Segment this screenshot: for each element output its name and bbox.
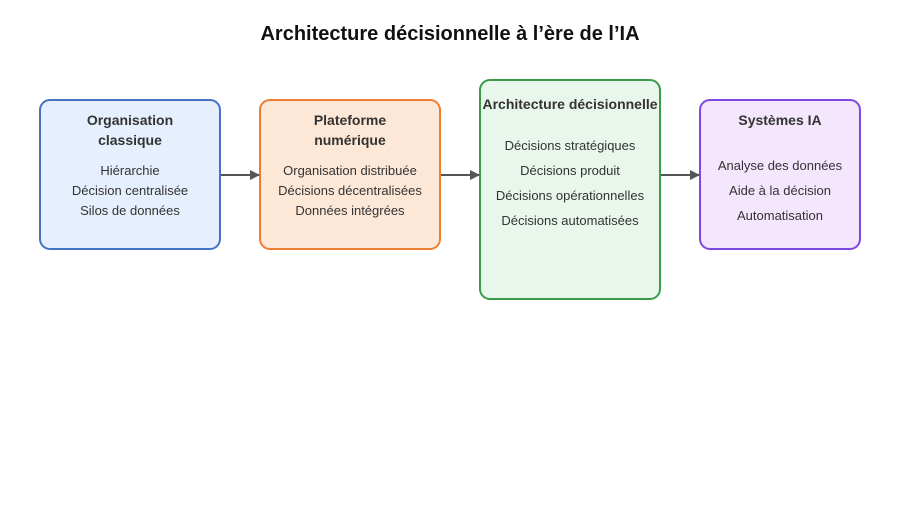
box-item: Décisions décentralisées [278, 183, 422, 198]
box-item: Décisions automatisées [501, 213, 639, 228]
box-item: Décisions produit [520, 163, 620, 178]
box-item: Organisation distribuée [283, 163, 417, 178]
box-item: Silos de données [80, 203, 180, 218]
box-item: Décisions stratégiques [505, 138, 636, 153]
diagram-title: Architecture décisionnelle à l’ère de l’… [260, 23, 639, 45]
box-item: Décision centralisée [72, 183, 188, 198]
box-title: Systèmes IA [738, 112, 821, 128]
box-plateforme-numerique: Plateforme numérique Organisation distri… [259, 99, 441, 250]
box-title: Organisation [87, 112, 173, 128]
box-item: Aide à la décision [729, 183, 831, 198]
box-item: Décisions opérationnelles [496, 188, 645, 203]
box-item: Automatisation [737, 208, 823, 223]
box-organisation-classique: Organisation classique Hiérarchie Décisi… [39, 99, 221, 250]
box-item: Hiérarchie [100, 163, 159, 178]
box-title: numérique [314, 132, 386, 148]
box-systemes-ia: Systèmes IA Analyse des données Aide à l… [699, 99, 861, 250]
box-item: Données intégrées [295, 203, 405, 218]
box-title: classique [98, 132, 162, 148]
box-title: Architecture décisionnelle [482, 96, 657, 112]
box-title: Plateforme [314, 112, 387, 128]
box-item: Analyse des données [718, 158, 843, 173]
box-architecture-decisionnelle: Architecture décisionnelle Décisions str… [479, 79, 661, 300]
